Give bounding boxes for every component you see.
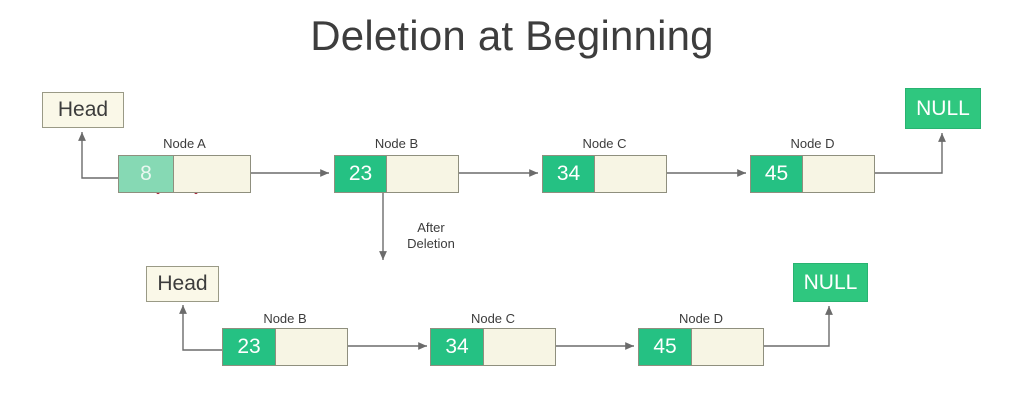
after-deletion-label: After Deletion <box>393 220 469 252</box>
arrow-noded-to-null-after <box>763 306 833 347</box>
node-label-b-after: Node B <box>263 311 307 326</box>
node-c-next-pointer <box>595 156 666 192</box>
arrow-head-to-nodea <box>78 132 118 179</box>
node-label-d: Node D <box>790 136 835 151</box>
null-box-before: NULL <box>905 88 981 129</box>
null-label: NULL <box>916 96 970 120</box>
after-deletion-line1: After <box>417 220 445 235</box>
node-c-after: 34 <box>430 328 556 366</box>
after-deletion-line2: Deletion <box>407 236 455 251</box>
node-label-c-after: Node C <box>470 311 516 326</box>
node-d-next-pointer <box>803 156 874 192</box>
head-label-after: Head <box>157 272 208 295</box>
node-b: 23 <box>334 155 459 193</box>
null-box-after: NULL <box>793 263 868 302</box>
node-b-after-value: 23 <box>223 329 276 365</box>
head-box-before: Head <box>42 92 124 128</box>
node-c-after-next-pointer <box>484 329 555 365</box>
null-label-after: NULL <box>803 270 858 294</box>
node-d: 45 <box>750 155 875 193</box>
node-b-after: 23 <box>222 328 348 366</box>
node-d-after-next-pointer <box>692 329 763 365</box>
node-c-after-value: 34 <box>431 329 484 365</box>
node-d-value: 45 <box>751 156 803 192</box>
node-label-b: Node B <box>374 136 419 151</box>
node-c-value: 34 <box>543 156 595 192</box>
node-d-after: 45 <box>638 328 764 366</box>
arrow-head-to-nodeb-after <box>179 305 222 351</box>
node-a-next-pointer <box>174 156 250 192</box>
node-label-c: Node C <box>582 136 627 151</box>
node-a-value: 8 <box>119 156 174 192</box>
node-c: 34 <box>542 155 667 193</box>
node-d-after-value: 45 <box>639 329 692 365</box>
node-label-a: Node A <box>163 136 206 151</box>
node-b-next-pointer <box>387 156 458 192</box>
node-b-after-next-pointer <box>276 329 347 365</box>
arrow-noded-to-null <box>874 133 946 174</box>
node-b-value: 23 <box>335 156 387 192</box>
node-label-d-after: Node D <box>678 311 724 326</box>
node-a: 8 <box>118 155 251 193</box>
page-title: Deletion at Beginning <box>310 12 714 59</box>
head-label: Head <box>57 98 109 121</box>
head-box-after: Head <box>146 266 219 302</box>
